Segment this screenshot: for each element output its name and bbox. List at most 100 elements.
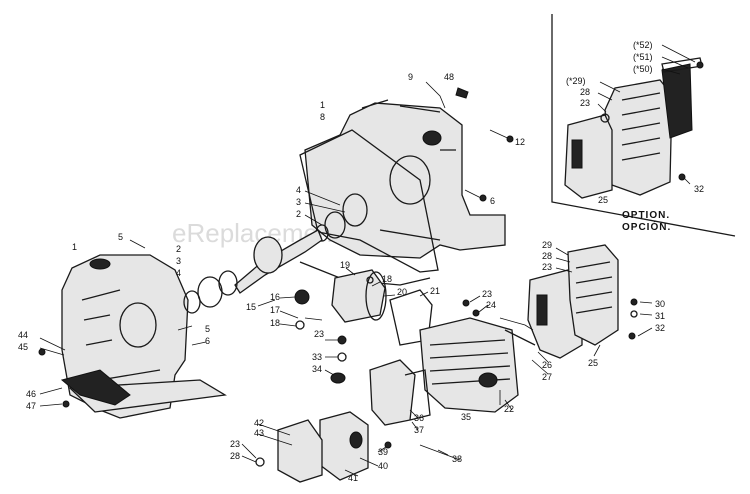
callout-23-muffler: 23 <box>542 262 552 272</box>
bolt-30 <box>630 298 638 306</box>
callout-42: 42 <box>254 418 264 428</box>
option-inset: (*52) (*51) (*50) (*29) 28 23 25 32 OPTI… <box>551 14 736 237</box>
callout-27: 27 <box>542 372 552 382</box>
callout-30: 30 <box>655 299 665 309</box>
bar-46 <box>60 369 131 406</box>
callout-23-option: 23 <box>580 98 590 108</box>
piston-19 <box>331 269 386 323</box>
lower-bearing-3 <box>197 276 223 308</box>
callout-24: 24 <box>486 300 496 310</box>
nut-23 <box>462 299 470 307</box>
callout-31: 31 <box>655 311 665 321</box>
callout-5-lower: 5 <box>118 232 123 242</box>
gasket-21 <box>389 289 433 346</box>
muffler-port <box>536 294 548 326</box>
clip-18-upper <box>366 276 374 284</box>
callout-1-lower: 1 <box>72 242 77 252</box>
upper-crankcase: 9 48 1 8 12 4 3 2 6 <box>296 72 525 273</box>
callout-47: 47 <box>26 401 36 411</box>
bolt-12-head <box>506 135 514 143</box>
callout-33: 33 <box>312 352 322 362</box>
bolt-12-and-6 <box>464 129 513 201</box>
nut-23-intake <box>337 335 347 345</box>
upper-crankcase-bore <box>389 155 431 205</box>
lower-leaders <box>39 239 207 407</box>
callout-43: 43 <box>254 428 264 438</box>
piston-group: 19 18 20 21 15 16 17 18 <box>246 260 440 346</box>
callout-3-lower: 3 <box>176 256 181 266</box>
lower-crankcase-bore <box>119 302 157 348</box>
option-bolt <box>678 173 686 181</box>
wrist-pin-17 <box>304 317 323 321</box>
bolt-9 <box>425 81 446 109</box>
option-muffler-body <box>564 114 613 199</box>
upper-crankcase-detail <box>361 99 456 241</box>
crank-web <box>253 236 283 274</box>
callout-51: (*51) <box>633 52 653 62</box>
callout-23-intake: 23 <box>314 329 324 339</box>
callout-28-filter: 28 <box>230 451 240 461</box>
washer-31 <box>630 310 638 318</box>
callout-28-option: 28 <box>580 87 590 97</box>
fitting-48 <box>455 87 469 99</box>
callout-29-option: (*29) <box>566 76 586 86</box>
cylinder-group: 23 24 22 35 <box>419 289 519 422</box>
callout-28-muffler: 28 <box>542 251 552 261</box>
callout-1-upper: 1 <box>320 100 325 110</box>
callout-32-option: 32 <box>694 184 704 194</box>
callout-37: 37 <box>414 425 424 435</box>
upper-left-leaders <box>304 190 346 226</box>
nut-32 <box>628 332 636 340</box>
intake-group: 23 33 34 36 37 38 39 40 41 42 43 23 28 <box>230 329 462 483</box>
callout-23-filter: 23 <box>230 439 240 449</box>
callout-18-lower: 18 <box>270 318 280 328</box>
washer-28-intake <box>255 457 265 467</box>
callout-39: 39 <box>378 447 388 457</box>
callout-40: 40 <box>378 461 388 471</box>
clip-18-lower <box>295 320 305 330</box>
intake-leaders <box>241 339 449 477</box>
muffler-leaders <box>531 247 653 375</box>
callout-46: 46 <box>26 389 36 399</box>
grommet-34 <box>330 372 346 384</box>
upper-seal-2 <box>324 211 346 239</box>
callout-2-upper: 2 <box>296 209 301 219</box>
carburetor-throat <box>349 431 363 449</box>
lower-seal-2 <box>218 270 238 296</box>
needle-bearing-16 <box>294 289 310 305</box>
callout-4-lower: 4 <box>176 268 181 278</box>
crankshaft <box>234 229 431 294</box>
callout-25: 25 <box>588 358 598 368</box>
option-box-border <box>551 14 736 237</box>
bolt-26 <box>499 317 534 331</box>
air-filter-41 <box>277 419 323 483</box>
option-muffler-port <box>571 139 583 169</box>
lower-crankcase-top-hole <box>89 258 111 270</box>
cylinder-fins <box>429 339 511 385</box>
callout-16: 16 <box>270 292 280 302</box>
callout-52: (*52) <box>633 40 653 50</box>
stud-38 <box>419 444 461 461</box>
callout-19: 19 <box>340 260 350 270</box>
callout-4-upper: 4 <box>296 185 301 195</box>
bolt-47 <box>62 400 70 408</box>
callout-2-lower: 2 <box>176 244 181 254</box>
callout-3-upper: 3 <box>296 197 301 207</box>
gasket-8 <box>299 129 439 273</box>
cylinder-leaders <box>469 295 513 411</box>
callout-26: 26 <box>542 360 552 370</box>
callout-38: 38 <box>452 454 462 464</box>
option-spark-screen <box>661 63 693 139</box>
callout-23-cyl: 23 <box>482 289 492 299</box>
callout-9: 9 <box>408 72 413 82</box>
callout-15: 15 <box>246 302 256 312</box>
intake-manifold-36 <box>369 359 416 426</box>
callout-20: 20 <box>397 287 407 297</box>
callout-8: 8 <box>320 112 325 122</box>
option-label-en: OPTION. <box>622 210 670 221</box>
callout-48: 48 <box>444 72 454 82</box>
callout-41: 41 <box>348 473 358 483</box>
muffler-group: 29 28 23 30 31 32 26 27 25 <box>499 240 665 382</box>
manifold-gasket-37 <box>404 369 431 421</box>
